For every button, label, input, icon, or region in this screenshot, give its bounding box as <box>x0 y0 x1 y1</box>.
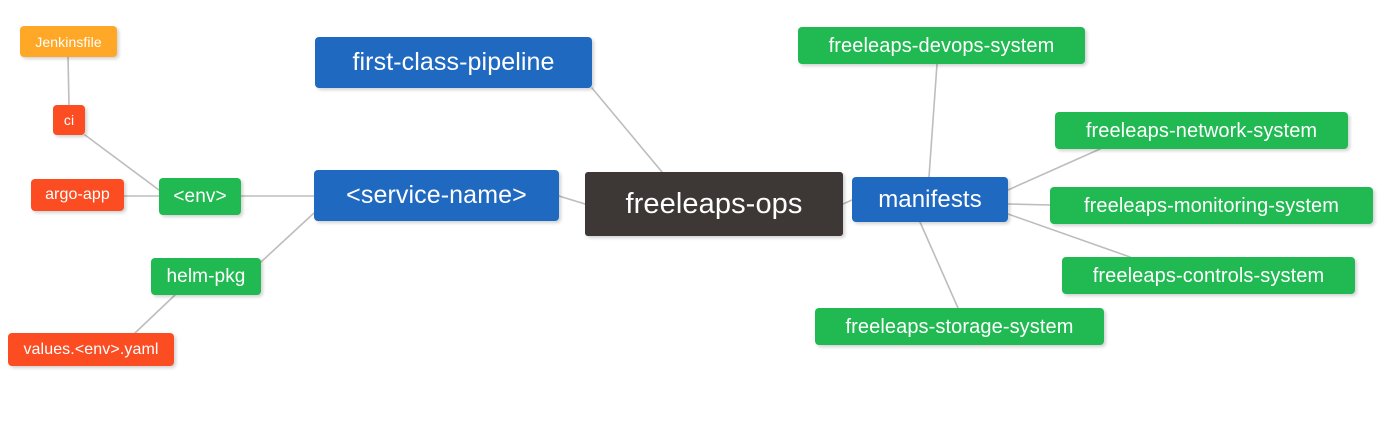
node-label-env: <env> <box>173 186 227 207</box>
node-label-ci: ci <box>63 112 75 128</box>
node-label-jenkinsfile: Jenkinsfile <box>35 33 102 50</box>
mindmap-node-values-yaml[interactable]: values.<env>.yaml <box>8 333 174 366</box>
node-label-service-name: <service-name> <box>346 181 527 209</box>
edge-root-manifests <box>842 199 853 205</box>
node-label-manifests: manifests <box>878 185 982 213</box>
node-label-helm-pkg: helm-pkg <box>166 266 246 287</box>
mindmap-node-helm-pkg[interactable]: helm-pkg <box>151 258 261 295</box>
node-label-root: freeleaps-ops <box>625 187 803 220</box>
node-label-argo-app: argo-app <box>45 186 110 203</box>
mindmap-node-manifests[interactable]: manifests <box>852 177 1008 222</box>
node-label-storage-system: freeleaps-storage-system <box>845 315 1074 338</box>
edge-ci-jenkinsfile <box>67 56 70 106</box>
node-label-devops-system: freeleaps-devops-system <box>828 34 1055 57</box>
node-label-values-yaml: values.<env>.yaml <box>23 340 159 358</box>
edge-manifests-storage-system <box>919 221 959 309</box>
mindmap-node-devops-system[interactable]: freeleaps-devops-system <box>798 27 1085 64</box>
mindmap-node-argo-app[interactable]: argo-app <box>31 179 124 211</box>
mindmap-node-service-name[interactable]: <service-name> <box>314 170 559 221</box>
edge-root-service-name <box>558 195 586 205</box>
edge-root-first-class-pipeline <box>591 87 663 173</box>
node-label-first-class-pipeline: first-class-pipeline <box>352 48 555 76</box>
edge-manifests-network-system <box>1007 148 1101 191</box>
mindmap-node-ci[interactable]: ci <box>53 105 85 135</box>
mindmap-node-monitoring-system[interactable]: freeleaps-monitoring-system <box>1050 187 1373 224</box>
edge-service-name-helm-pkg <box>260 212 315 263</box>
mindmap-node-storage-system[interactable]: freeleaps-storage-system <box>815 308 1104 345</box>
node-label-controls-system: freeleaps-controls-system <box>1092 264 1325 287</box>
mindmap-node-root[interactable]: freeleaps-ops <box>585 172 843 236</box>
mindmap-node-first-class-pipeline[interactable]: first-class-pipeline <box>315 37 592 88</box>
node-label-network-system: freeleaps-network-system <box>1085 119 1318 142</box>
mindmap-node-controls-system[interactable]: freeleaps-controls-system <box>1062 257 1355 294</box>
edge-helm-pkg-values-yaml <box>134 294 176 334</box>
mindmap-node-jenkinsfile[interactable]: Jenkinsfile <box>20 26 117 57</box>
edge-manifests-devops-system <box>928 63 938 178</box>
edge-manifests-monitoring-system <box>1007 203 1051 206</box>
mindmap-node-network-system[interactable]: freeleaps-network-system <box>1055 112 1348 149</box>
mindmap-node-env[interactable]: <env> <box>159 178 241 215</box>
node-label-monitoring-system: freeleaps-monitoring-system <box>1083 194 1339 217</box>
